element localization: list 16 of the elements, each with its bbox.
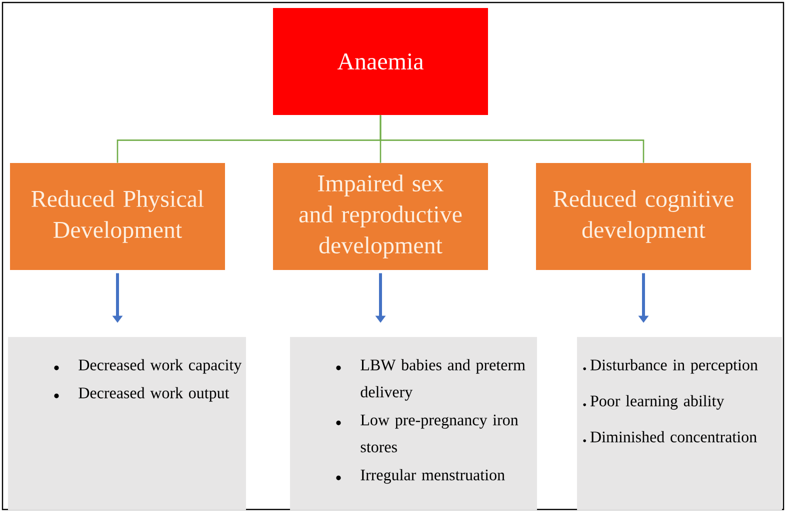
- connector-line: [380, 115, 644, 163]
- list-item: Low pre-pregnancy iron stores: [360, 414, 518, 452]
- list-box: [577, 337, 782, 510]
- list-item: Irregular menstruation: [360, 469, 505, 484]
- list-item: LBW babies and preterm delivery: [360, 359, 526, 401]
- list-item: Diminished concentration: [590, 431, 757, 442]
- category-box: Impaired sex and reproductive development: [273, 163, 488, 270]
- category-box: Reduced Physical Development: [10, 163, 225, 270]
- list-box: [290, 337, 537, 510]
- list-item: Decreased work capacity: [78, 359, 242, 374]
- list-item: Poor learning ability: [590, 395, 724, 410]
- list-item: Decreased work output: [78, 387, 230, 402]
- list-item: Disturbance in perception: [590, 359, 758, 374]
- list-box: [8, 337, 246, 510]
- title-box: Anaemia: [273, 8, 488, 115]
- category-box: Reduced cognitive development: [536, 163, 751, 270]
